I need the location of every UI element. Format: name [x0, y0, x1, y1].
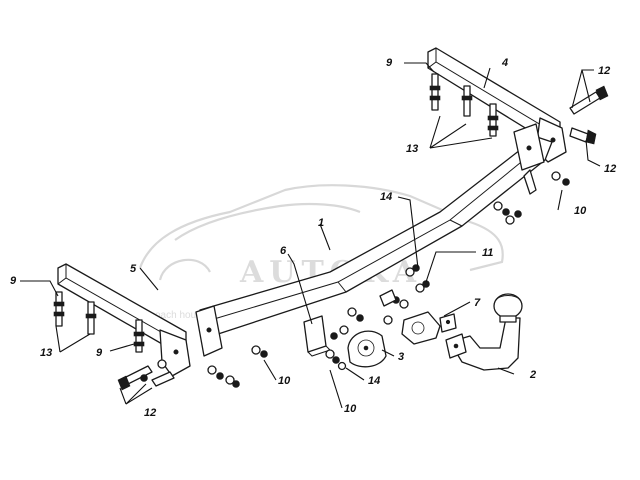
callout-14-bottom: 14 — [368, 375, 380, 387]
left-fasteners — [53, 291, 268, 391]
leader-lines — [20, 62, 601, 409]
callout-labels: 9 4 12 12 13 10 14 11 7 2 3 1 5 9 13 9 1… — [10, 57, 616, 419]
callout-13-left: 13 — [40, 347, 52, 359]
callout-12-right-top: 12 — [598, 65, 610, 77]
callout-5: 5 — [130, 263, 137, 275]
tow-ball-neck — [445, 293, 523, 371]
callout-3: 3 — [398, 351, 404, 363]
callout-9-left: 9 — [10, 275, 17, 287]
electrical-socket — [401, 311, 457, 345]
spacer-plate — [303, 315, 331, 357]
callout-12-left: 12 — [144, 407, 156, 419]
watermark-car-wheel — [158, 258, 211, 281]
socket-plate — [347, 330, 387, 368]
callout-12-right: 12 — [604, 163, 616, 175]
middle-fasteners — [325, 264, 430, 371]
watermark-car-outline — [138, 184, 504, 272]
callout-14-top: 14 — [380, 191, 392, 203]
callout-1: 1 — [318, 217, 324, 229]
callout-13-right: 13 — [406, 143, 418, 155]
main-crossbar — [195, 123, 553, 357]
callout-2: 2 — [529, 369, 536, 381]
watermark-car-roof — [174, 202, 361, 241]
callout-7: 7 — [474, 297, 481, 309]
callout-10-mid: 10 — [278, 375, 291, 387]
callout-6: 6 — [280, 245, 287, 257]
left-side-bracket — [57, 263, 191, 377]
callout-10-right: 10 — [574, 205, 587, 217]
right-fasteners — [429, 73, 609, 225]
callout-9-mid: 9 — [96, 347, 103, 359]
callout-9-right: 9 — [386, 57, 393, 69]
callout-4: 4 — [501, 57, 508, 69]
callout-11: 11 — [482, 247, 493, 259]
callout-10-bottom: 10 — [344, 403, 357, 415]
